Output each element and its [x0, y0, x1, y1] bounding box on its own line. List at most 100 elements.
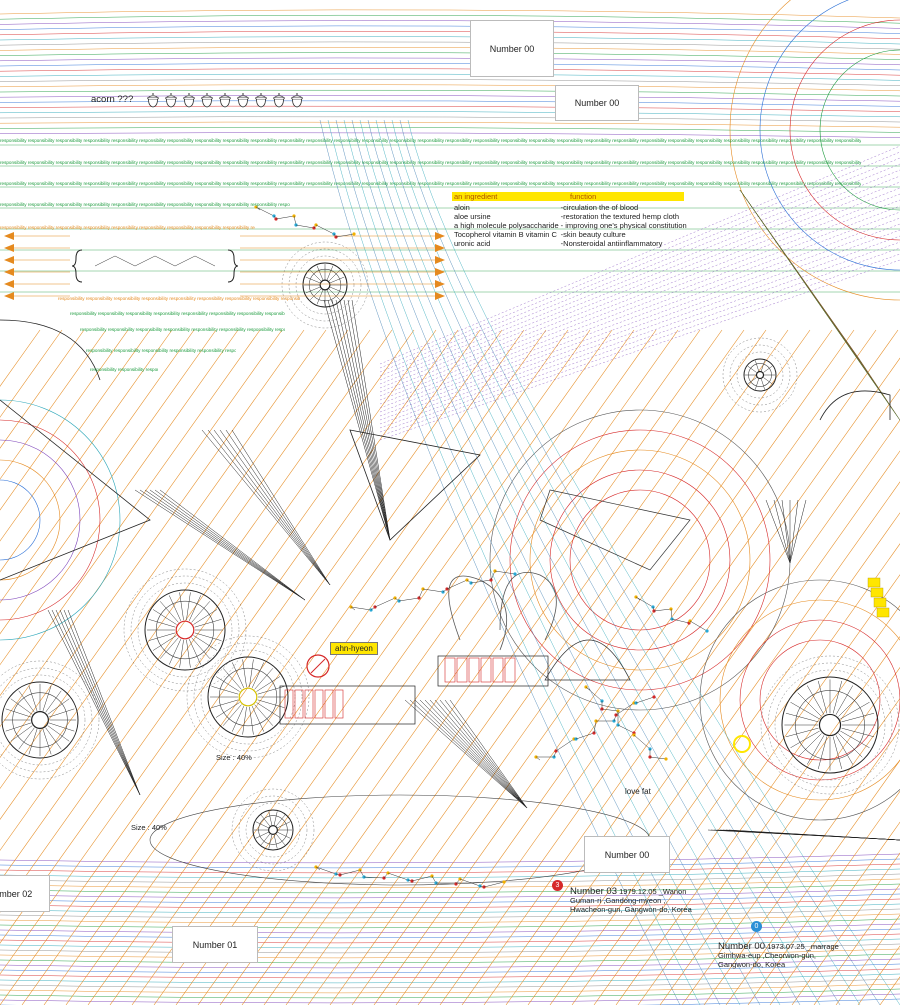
- fan-line: [0, 329, 349, 820]
- ruled-line: [0, 968, 900, 979]
- ray-line: [379, 169, 900, 381]
- ruled-line: [0, 853, 900, 864]
- key-block: [294, 689, 304, 719]
- ruled-line: [0, 953, 900, 964]
- cable-line: [51, 609, 141, 796]
- cable-line: [47, 609, 141, 796]
- fan-line: [65, 329, 547, 1005]
- responsibility-text-row: responsibility responsibility responsibi…: [86, 348, 236, 353]
- fan-line: [285, 329, 767, 1005]
- ruled-line: [0, 36, 900, 45]
- bond-line: [671, 618, 690, 624]
- bond-line: [255, 206, 275, 217]
- ruled-line: [0, 913, 900, 924]
- key-block: [456, 657, 468, 683]
- sweep-curve: [343, 119, 741, 1005]
- sweep-curve: [399, 119, 881, 1005]
- arc-ring: [759, 639, 881, 761]
- arrow-icon: [435, 292, 445, 300]
- address-date: 1973.07.25 _marrage: [767, 942, 839, 951]
- ray-line: [379, 175, 900, 385]
- ruled-line: [0, 25, 900, 34]
- key-block: [444, 657, 456, 683]
- ruled-line: [0, 973, 900, 984]
- arc-ring: [0, 419, 101, 621]
- bond-line: [446, 579, 468, 590]
- fan-line: [219, 329, 701, 1005]
- cable-line: [424, 699, 528, 809]
- atom-node: [664, 757, 668, 761]
- ingredient-header: an ingredient: [454, 192, 498, 201]
- cable-line: [728, 829, 900, 841]
- arrow-icon: [4, 232, 14, 240]
- ruled-line: [0, 127, 900, 133]
- ruled-line: [0, 923, 900, 934]
- cable-line: [327, 299, 391, 541]
- fan-line: [571, 543, 900, 1005]
- key-block: [324, 689, 334, 719]
- ruled-line: [0, 868, 900, 879]
- cable-line: [67, 609, 141, 796]
- number-box-left-edge: Number 02: [0, 875, 50, 912]
- sweep-curve: [375, 119, 821, 1005]
- responsibility-text-row: responsibility responsibility responsibi…: [0, 181, 862, 186]
- ruled-line: [0, 121, 900, 128]
- cable-line: [207, 429, 331, 586]
- sweep-curve: [383, 119, 841, 1005]
- atom-node: [652, 695, 656, 699]
- fan-line: [43, 329, 525, 1005]
- number-box-middle-right: Number 00: [584, 836, 670, 873]
- key-block: [492, 657, 504, 683]
- key-block: [334, 689, 344, 719]
- bond-line: [593, 720, 597, 734]
- ruled-line: [0, 57, 900, 66]
- ruled-line: [0, 893, 900, 904]
- ruled-line: [0, 863, 900, 874]
- bond-line: [617, 724, 635, 734]
- fan-line: [0, 329, 85, 449]
- acorn-icon: [200, 93, 214, 108]
- trapezoid-shape: [349, 429, 481, 541]
- cable-line: [149, 489, 306, 601]
- cable-line: [347, 299, 391, 541]
- acorn-icon: [164, 93, 178, 108]
- fan-line: [0, 329, 327, 789]
- acorn-icon: [182, 93, 196, 108]
- fan-line: [439, 357, 900, 1005]
- address-line: Hwacheon-gun, Gangwon-do, Korea: [570, 905, 692, 914]
- arc-ring: [509, 429, 771, 691]
- molecule-chains: [254, 205, 709, 889]
- cable-line: [414, 699, 528, 809]
- bond-line: [494, 570, 516, 575]
- ray-line: [379, 223, 900, 417]
- fan-line: [175, 329, 657, 1005]
- fan-line: [351, 329, 833, 1005]
- fan-line: [0, 329, 195, 604]
- bond-line: [635, 596, 654, 608]
- arc-ring: [0, 399, 121, 641]
- ruled-line: [0, 79, 900, 86]
- ruled-line: [0, 998, 900, 1005]
- cable-line: [444, 699, 528, 809]
- arrow-icon: [435, 280, 445, 288]
- fan-line: [0, 329, 261, 697]
- address-line: Gangwon-do, Korea: [718, 960, 786, 969]
- location-pin-icon: 0: [751, 921, 762, 932]
- fan-line: [417, 329, 899, 1005]
- ray-line: [379, 193, 900, 397]
- arc-ring: [549, 469, 731, 651]
- bond-line: [339, 869, 361, 876]
- fan-line: [505, 450, 900, 1005]
- ruled-line: [0, 988, 900, 999]
- cable-line: [339, 299, 391, 541]
- fan-line: [791, 852, 900, 1005]
- ray-line: [379, 235, 900, 425]
- cable-line: [351, 299, 391, 541]
- cable-line: [219, 429, 331, 586]
- loop-curve: [448, 575, 507, 651]
- bond-line: [585, 686, 603, 702]
- cable-line: [159, 489, 306, 601]
- dome-shape: [544, 639, 631, 681]
